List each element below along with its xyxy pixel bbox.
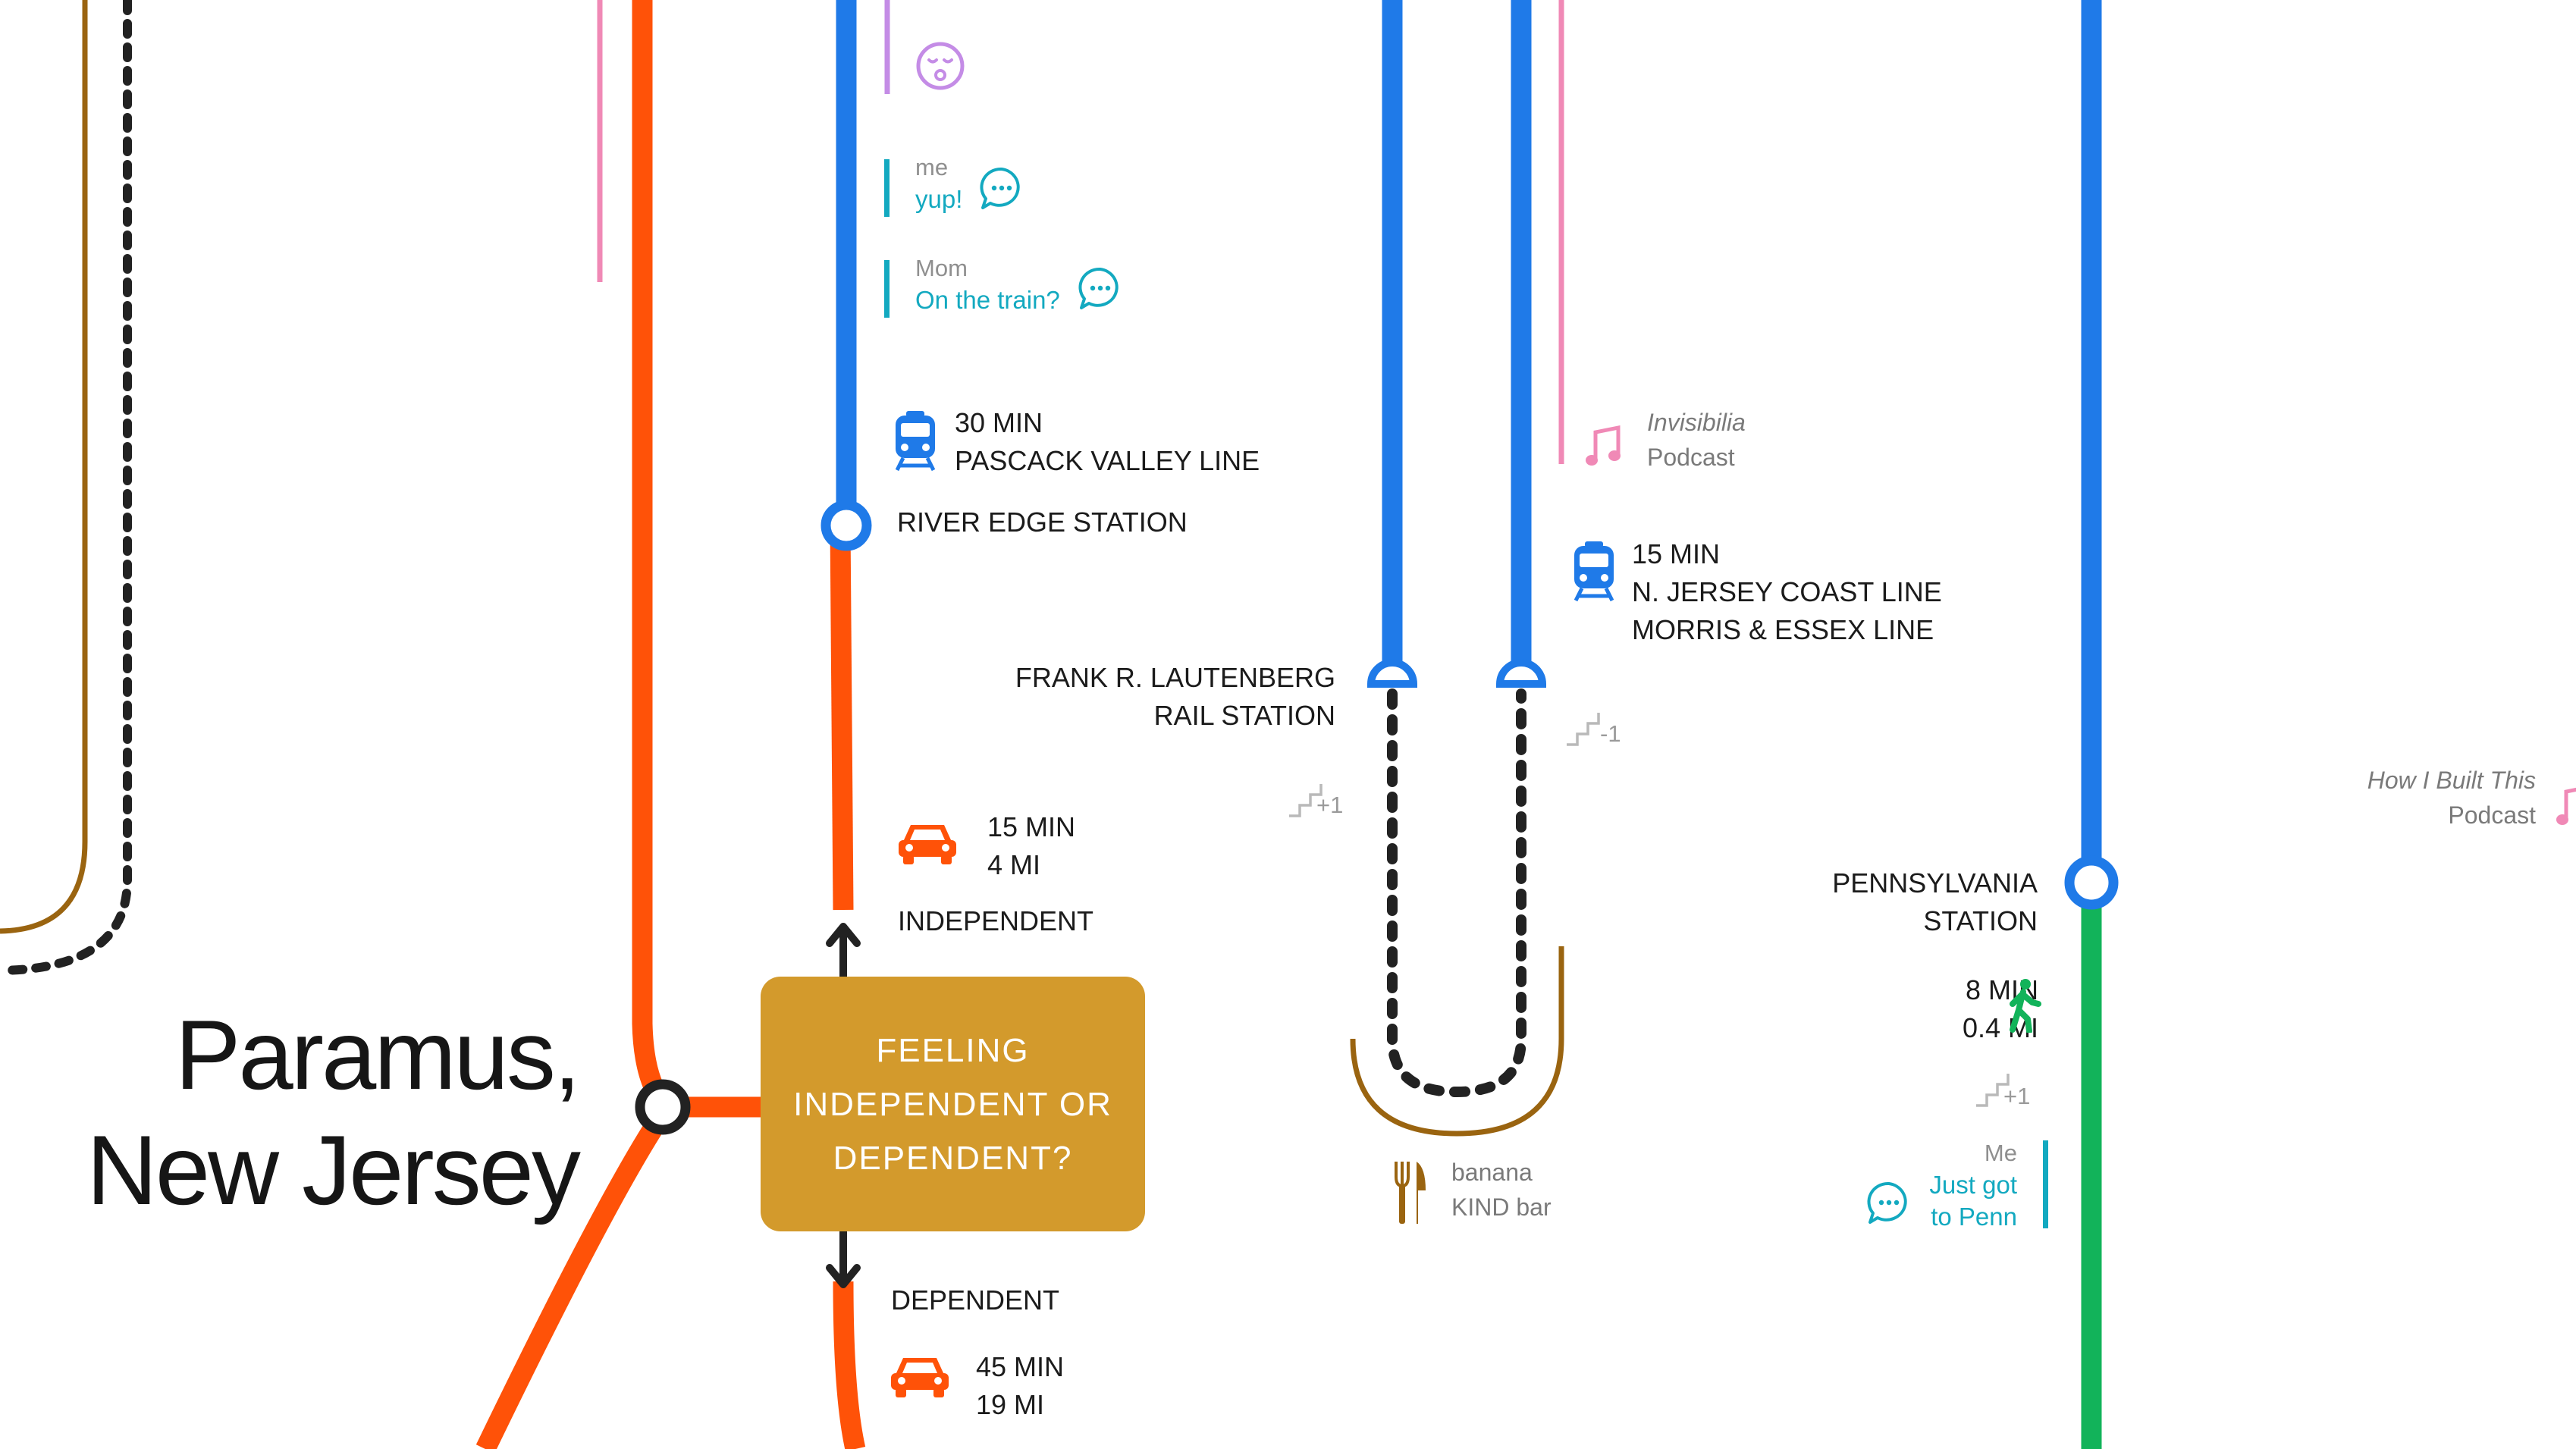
decision-line-2: INDEPENDENT OR — [793, 1085, 1112, 1123]
stairs-up-icon — [1289, 784, 1323, 817]
transfer-walking-path — [1387, 688, 1526, 1098]
message-me[interactable]: me yup! — [915, 152, 962, 215]
chat-bubble-icon[interactable] — [978, 165, 1025, 212]
drive-time: 45 MIN — [976, 1351, 1065, 1382]
car-icon — [899, 825, 956, 864]
train-line-name: N. JERSEY COAST LINE — [1632, 576, 1942, 607]
train-time: 15 MIN — [1632, 538, 1721, 569]
dependent-arrow — [826, 1228, 861, 1288]
independent-label[interactable]: INDEPENDENT — [898, 905, 1094, 936]
lautenberg-station-label[interactable]: FRANK R. LAUTENBERG RAIL STATION — [1015, 659, 1335, 735]
chat-bubble-icon[interactable] — [1865, 1180, 1912, 1227]
sleepy-face-icon — [916, 42, 965, 90]
snack-line-1: banana — [1451, 1159, 1533, 1186]
drive-distance: 4 MI — [987, 849, 1041, 880]
independent-drive-line — [830, 522, 854, 911]
podcast-type: Podcast — [2448, 801, 2536, 829]
message-text-line-2: to Penn — [1931, 1203, 2017, 1231]
decision-line-1: FEELING — [876, 1031, 1030, 1069]
train-time: 30 MIN — [955, 407, 1043, 438]
train-line-name: MORRIS & ESSEX LINE — [1632, 614, 1934, 645]
dependent-label[interactable]: DEPENDENT — [891, 1284, 1060, 1316]
podcast-title: Invisibilia — [1647, 409, 1746, 436]
fork-knife-icon — [1395, 1162, 1426, 1224]
podcast-how-i-built-this[interactable]: How I Built This Podcast — [2367, 763, 2536, 833]
train-icon — [1574, 541, 1614, 602]
independent-drive-info: 15 MIN 4 MI — [987, 808, 1075, 884]
train-line-name: PASCACK VALLEY LINE — [955, 445, 1260, 476]
penn-station-marker — [2064, 855, 2119, 910]
message-text-line-1: Just got — [1929, 1171, 2017, 1199]
chat-bubble-icon[interactable] — [1077, 265, 1124, 312]
stairs-up-label: +1 — [2003, 1083, 2031, 1109]
message-text: On the train? — [915, 286, 1060, 314]
brown-connector-line — [0, 0, 88, 934]
penn-station-label[interactable]: PENNSYLVANIA STATION — [1832, 864, 2038, 940]
origin-title: Paramus, New Jersey — [86, 997, 581, 1228]
walking-person-icon — [2010, 979, 2041, 1033]
podcast-title: How I Built This — [2367, 767, 2536, 794]
river-edge-station-label[interactable]: RIVER EDGE STATION — [897, 507, 1188, 538]
drive-distance: 19 MI — [976, 1389, 1045, 1420]
message-bar — [2043, 1140, 2048, 1228]
music-note-icon — [1586, 425, 1621, 466]
stairs-down-label: -1 — [1600, 720, 1621, 747]
station-name-line-2: STATION — [1923, 905, 2038, 936]
origin-station-marker — [635, 1079, 691, 1135]
message-mom[interactable]: Mom On the train? — [915, 252, 1060, 316]
podcast-invisibilia[interactable]: Invisibilia Podcast — [1647, 405, 1746, 475]
car-icon — [891, 1358, 949, 1397]
stairs-icons — [1289, 713, 2010, 1107]
music-note-icon — [2556, 787, 2576, 825]
independent-arrow — [826, 923, 861, 982]
origin-line-1: Paramus, — [174, 999, 581, 1110]
message-bar — [884, 159, 890, 217]
message-me-penn[interactable]: Me Just got to Penn — [1929, 1137, 2017, 1233]
drive-time: 15 MIN — [987, 811, 1076, 842]
coast-leg-info: 15 MIN N. JERSEY COAST LINE MORRIS & ESS… — [1632, 535, 1942, 649]
decision-box[interactable]: FEELING INDEPENDENT OR DEPENDENT? — [761, 977, 1145, 1231]
walking-path-dashed — [0, 0, 132, 975]
podcast-type: Podcast — [1647, 444, 1735, 471]
lautenberg-station-marker — [1366, 659, 1547, 688]
pascack-leg-info: 30 MIN PASCACK VALLEY LINE — [955, 404, 1260, 480]
station-name-line-2: RAIL STATION — [1153, 700, 1335, 731]
message-sender: me — [915, 154, 949, 180]
message-bar — [884, 260, 890, 318]
river-edge-station-marker — [820, 500, 872, 551]
message-sender: Mom — [915, 255, 968, 281]
decision-line-3: DEPENDENT? — [833, 1139, 1073, 1177]
origin-line-2: New Jersey — [86, 1115, 581, 1225]
stairs-up-label: +1 — [1316, 792, 1344, 818]
drive-route-line — [475, 0, 681, 1449]
snack-info: banana KIND bar — [1451, 1155, 1552, 1225]
snack-line-2: KIND bar — [1451, 1193, 1552, 1221]
train-icon — [895, 411, 936, 472]
snack-bar — [1350, 946, 1564, 1137]
stairs-down-icon — [1567, 713, 1600, 746]
message-sender: Me — [1984, 1140, 2017, 1166]
station-name-line-1: FRANK R. LAUTENBERG — [1015, 662, 1335, 693]
dependent-drive-info: 45 MIN 19 MI — [976, 1348, 1064, 1424]
station-name-line-1: PENNSYLVANIA — [1832, 867, 2038, 899]
dependent-drive-line — [833, 1281, 866, 1449]
message-text: yup! — [915, 185, 963, 213]
stairs-up-icon — [1976, 1074, 2010, 1107]
